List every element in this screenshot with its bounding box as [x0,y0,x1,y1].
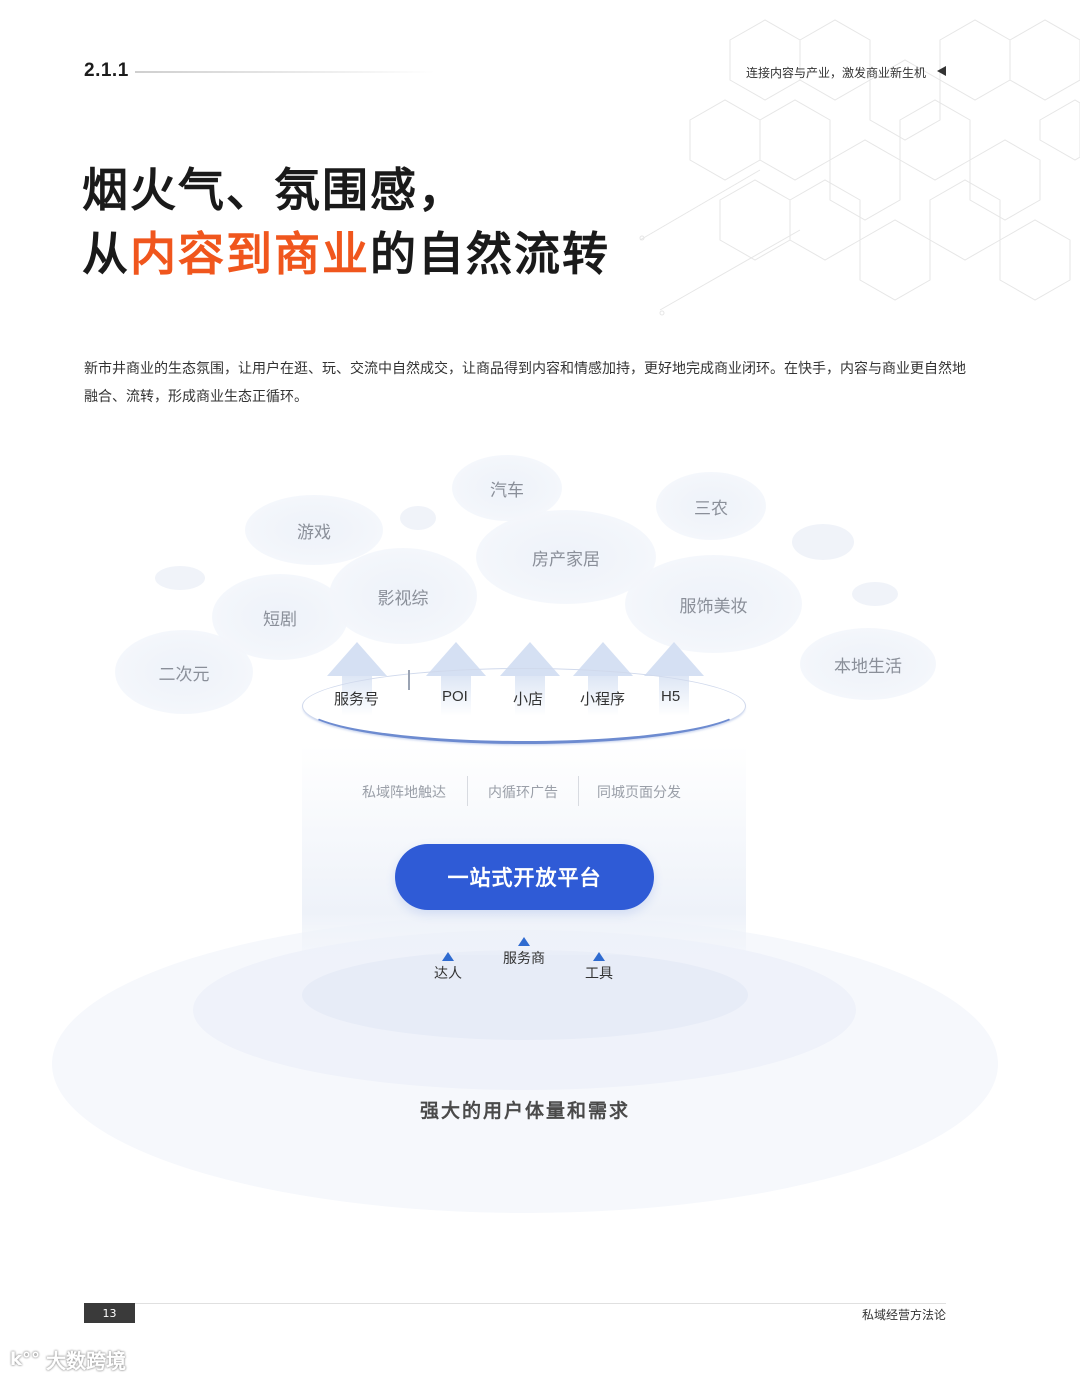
industry-bubble-games: 游戏 [245,495,383,565]
industry-bubble-local-life: 本地生活 [800,628,936,700]
title-line-1: 烟火气、氛围感， [82,163,466,217]
industry-label: 本地生活 [834,656,902,677]
industry-label: 短剧 [263,609,297,630]
feature-local-distribution: 同城页面分发 [597,785,681,801]
industry-label: 二次元 [158,664,210,685]
industry-label: 游戏 [297,522,331,543]
hexagon-pattern-decoration [639,19,1080,316]
channel-ring [302,668,746,744]
channel-mini-program: 小程序 [580,691,626,708]
industry-bubble-film-tv: 影视综 [329,548,477,644]
actor-creator: 达人 [426,952,470,983]
decorative-blob [852,582,898,606]
triangle-left-icon [937,66,946,76]
actor-label: 达人 [434,966,462,982]
footer-doc-title: 私域经营方法论 [861,1308,946,1322]
actor-service-provider: 服务商 [496,937,552,968]
industry-label: 影视综 [377,588,429,609]
intro-paragraph: 新市井商业的生态氛围，让用户在逛、玩、交流中自然成交，让商品得到内容和情感加持，… [84,361,966,405]
industry-bubble-auto: 汽车 [452,455,562,521]
industry-label: 汽车 [490,480,524,501]
base-label: 强大的用户体量和需求 [419,1100,630,1122]
triangle-up-icon [593,952,605,961]
page-title: 烟火气、氛围感， 从内容到商业的自然流转 [82,158,610,286]
channel-h5: H5 [661,688,681,705]
footer-divider [84,1303,946,1304]
channel-poi: POI [442,688,468,705]
watermark-text: 大数跨境 [45,1349,126,1373]
actor-label: 服务商 [503,951,545,967]
feature-divider [578,776,579,806]
channel-shop: 小店 [513,691,544,708]
decorative-blob [155,566,205,590]
watermark: k°° 大数跨境 [10,1345,126,1374]
industry-bubble-fashion-beauty: 服饰美妆 [625,555,802,653]
feature-private-domain-reach: 私域阵地触达 [362,785,446,801]
industry-label: 三农 [694,498,728,519]
triangle-up-icon [518,937,530,946]
open-platform-pill: 一站式开放平台 [395,844,654,910]
feature-divider [467,776,468,806]
chapter-tag: 连接内容与产业，激发商业新生机 [745,66,926,80]
decorative-blob [400,506,436,530]
actor-tools: 工具 [577,952,621,983]
section-divider [135,71,435,73]
industry-bubble-anime: 二次元 [115,630,253,714]
channel-service-account: 服务号 [334,691,380,708]
watermark-logo-icon: k°° [10,1349,40,1370]
base-ellipse-inner [302,950,748,1040]
channel-divider [408,670,410,690]
triangle-up-icon [442,952,454,961]
industry-label: 房产家居 [532,549,600,570]
title-line-2-accent: 内容到商业 [130,227,370,281]
title-line-2-suffix: 的自然流转 [370,227,610,281]
feature-internal-ads: 内循环广告 [488,785,558,801]
page-number: 13 [84,1303,135,1323]
section-number: 2.1.1 [84,60,129,81]
industry-bubble-real-estate: 房产家居 [476,510,656,604]
industry-bubble-agriculture: 三农 [656,472,766,540]
actor-label: 工具 [585,966,613,982]
industry-label: 服饰美妆 [679,596,748,617]
title-line-2-prefix: 从 [82,227,130,281]
decorative-blob [792,524,854,560]
